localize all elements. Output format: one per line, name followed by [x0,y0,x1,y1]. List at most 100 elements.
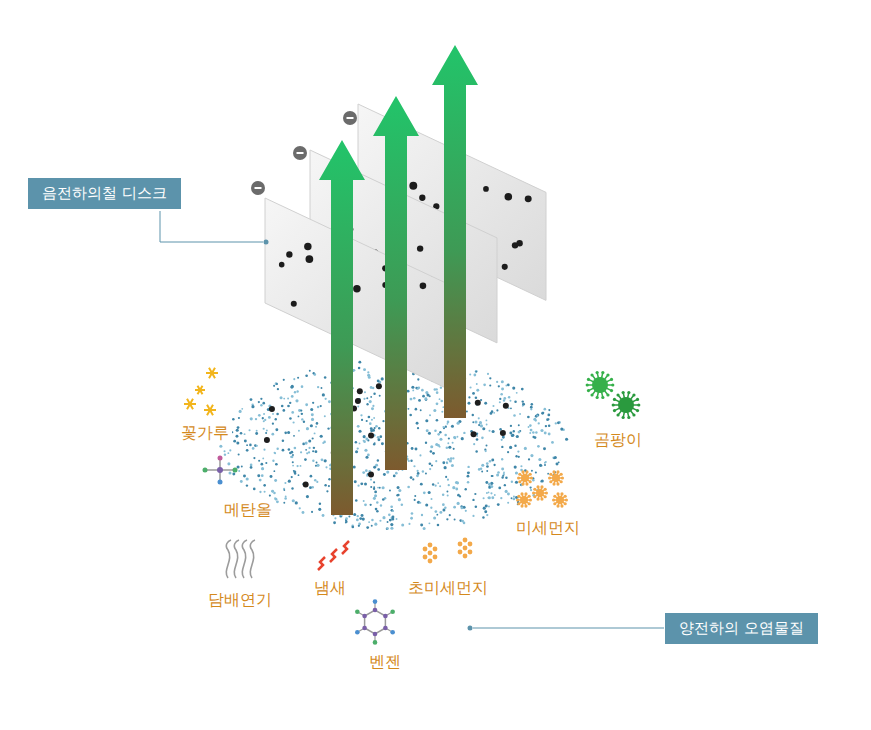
dust-dot [364,449,367,452]
dust-dot [306,427,309,430]
dust-dot [483,497,485,499]
dust-dot [499,401,501,403]
dust-dot [363,440,366,443]
dust-dot [261,467,264,470]
dust-dot [467,471,470,474]
icon-dot [560,473,563,476]
dust-dot [366,475,368,477]
dust-dot [367,454,370,457]
dust-dot [321,387,323,389]
leader-dot [468,626,473,631]
dust-dot [414,495,416,497]
icon-dot [610,389,613,392]
dust-dot [484,510,487,513]
dust-dot [531,470,533,472]
dust-dot [486,470,488,472]
dust-dot [519,413,521,415]
dust-dot [480,424,483,427]
dust-dot [518,431,521,434]
dust-dot [511,481,513,483]
dust-dot [371,407,374,410]
dust-dot [397,494,399,496]
dust-dot [264,491,266,493]
dust-dot [517,450,519,452]
iron-disc [265,198,448,389]
dust-dot [401,524,404,527]
icon-dot [560,492,563,495]
dust-dot [514,466,517,469]
dust-dot [381,377,384,380]
dust-dot [494,494,496,496]
dust-dot [246,449,249,452]
dust-dot [311,511,313,513]
icon-dot [545,491,548,494]
dust-dot [436,514,438,516]
dust-dot [511,497,513,499]
dust-dot [292,454,294,456]
dust-dot [492,405,494,407]
dust-dot [442,509,445,512]
particle [475,400,481,406]
dust-dot [243,475,246,478]
smoke-wisp [234,540,239,578]
dust-dot [410,476,413,479]
dust-dot [255,418,257,420]
dust-dot [301,385,304,388]
dust-dot [480,399,482,401]
captured-particle [419,195,425,201]
dust-dot [401,503,404,506]
dust-dot [275,498,278,501]
dust-dot [408,460,410,462]
dust-dot [324,376,327,379]
dust-dot [512,387,515,390]
dust-dot [441,400,444,403]
dust-dot [393,475,396,478]
dust-dot [246,477,249,480]
captured-particle [304,243,311,250]
dust-dot [415,408,418,411]
dust-dot [481,471,483,473]
dust-dot [483,383,486,386]
dust-dot [358,361,361,364]
dust-dot [273,385,275,387]
dust-dot [354,480,357,483]
dust-dot [473,443,475,445]
dust-dot [375,425,378,428]
dust-dot [416,422,419,425]
odor-squiggle [342,541,349,554]
dust-dot [367,371,369,373]
dust-dot [473,374,476,377]
dust-dot [364,503,367,506]
icon-dot [556,482,559,485]
dust-dot [317,406,319,408]
dust-dot [283,379,285,381]
dust-dot [430,507,432,509]
dust-dot [389,490,391,492]
dust-dot [493,464,495,466]
dust-dot [223,450,225,452]
dust-dot [353,513,356,516]
dust-dot [257,474,260,477]
dust-dot [366,397,368,399]
dust-dot [357,515,359,517]
dust-dot [372,405,374,407]
dust-dot [439,398,441,400]
dust-dot [273,492,276,495]
dust-dot [445,476,447,478]
icon-dot [423,547,428,552]
dust-dot [478,417,480,419]
dust-dot [489,384,491,386]
icon-dot [529,480,532,483]
dust-dot [475,450,477,452]
dust-dot [482,427,485,430]
dust-dot [461,507,464,510]
dust-dot [486,492,488,494]
dust-dot [233,440,236,443]
dust-dot [312,437,314,439]
dust-dot [246,444,248,446]
smoke-wisp [226,540,231,578]
captured-particle [516,240,522,246]
dust-dot [288,448,291,451]
particle [303,481,309,487]
icon-dot [622,416,625,419]
